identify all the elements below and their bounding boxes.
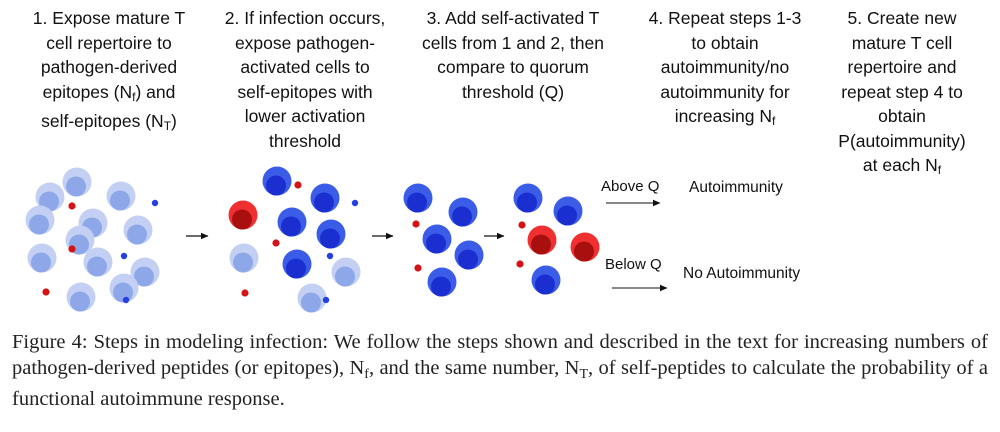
step-1-text: 1. Expose mature T cell repertoire to pa… bbox=[32, 8, 186, 133]
activated-t-cell-core bbox=[458, 249, 478, 270]
pale-t-cell-core bbox=[87, 256, 107, 277]
self-epitope bbox=[241, 289, 249, 297]
pale-t-cell-core bbox=[70, 291, 90, 312]
panel-3-cells bbox=[403, 183, 484, 297]
step-5-text: 5. Create new mature T cell repertoire a… bbox=[838, 8, 966, 177]
pale-t-cell-core bbox=[29, 214, 49, 235]
no-autoimmunity-outcome: No Autoimmunity bbox=[683, 265, 800, 282]
self-activated-t-cell-core bbox=[531, 234, 551, 255]
self-epitope bbox=[516, 260, 524, 268]
pale-t-cell-core bbox=[301, 292, 321, 313]
step-3-text: 3. Add self-activated T cells from 1 and… bbox=[422, 8, 604, 102]
pale-t-cell-core bbox=[233, 252, 253, 273]
cell-diagram: Above Q Autoimmunity Below Q No Autoimmu… bbox=[25, 166, 800, 313]
self-epitope bbox=[414, 264, 422, 272]
figure-caption: Figure 4: Steps in modeling infection: W… bbox=[12, 331, 988, 410]
activated-t-cell-core bbox=[281, 216, 301, 237]
panel-2-cells bbox=[228, 166, 361, 313]
self-activated-t-cell-core bbox=[574, 241, 594, 262]
pale-t-cell-core bbox=[110, 190, 130, 211]
pale-t-cell-core bbox=[113, 282, 133, 303]
pathogen-epitope bbox=[326, 252, 334, 260]
activated-t-cell-core bbox=[266, 175, 286, 196]
steps-header: 1. Expose mature T cell repertoire to pa… bbox=[0, 0, 1000, 185]
pathogen-epitope bbox=[120, 252, 128, 260]
pale-t-cell-core bbox=[127, 224, 147, 245]
pale-t-cell-core bbox=[335, 266, 355, 287]
activated-t-cell-core bbox=[407, 192, 427, 213]
self-epitope bbox=[42, 288, 50, 296]
pale-t-cell-core bbox=[66, 176, 86, 197]
panel-4-cells bbox=[513, 183, 600, 295]
pale-t-cell-core bbox=[134, 266, 154, 287]
pathogen-epitope bbox=[122, 296, 130, 304]
activated-t-cell-core bbox=[535, 274, 555, 295]
activated-t-cell-core bbox=[431, 276, 451, 297]
activated-t-cell-core bbox=[426, 233, 446, 254]
activated-t-cell-core bbox=[286, 258, 306, 279]
pathogen-epitope bbox=[322, 296, 330, 304]
above-q-label: Above Q bbox=[601, 178, 659, 195]
self-epitope bbox=[272, 239, 280, 247]
self-activated-t-cell-core bbox=[232, 209, 252, 230]
activated-t-cell-core bbox=[314, 192, 334, 213]
pathogen-epitope bbox=[151, 199, 159, 207]
self-epitope bbox=[68, 202, 76, 210]
autoimmunity-outcome: Autoimmunity bbox=[689, 179, 783, 196]
panel-1-cells bbox=[25, 167, 160, 312]
pale-t-cell-core bbox=[31, 252, 51, 273]
activated-t-cell-core bbox=[517, 192, 537, 213]
activated-t-cell-core bbox=[320, 228, 340, 249]
activated-t-cell-core bbox=[557, 205, 577, 226]
self-epitope bbox=[294, 181, 302, 189]
step-4-text: 4. Repeat steps 1-3 to obtain autoimmuni… bbox=[648, 8, 802, 128]
self-epitope bbox=[68, 245, 76, 253]
self-epitope bbox=[412, 220, 420, 228]
below-q-label: Below Q bbox=[605, 256, 662, 273]
activated-t-cell-core bbox=[452, 206, 472, 227]
step-2-text: 2. If infection occurs, expose pathogen-… bbox=[224, 8, 386, 151]
pathogen-epitope bbox=[351, 199, 359, 207]
self-epitope bbox=[518, 221, 526, 229]
